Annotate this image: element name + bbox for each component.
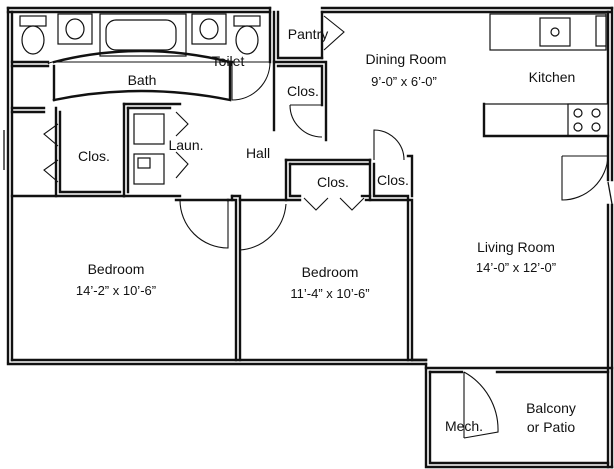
label-dining: Dining Room <box>366 51 447 67</box>
toilet-bowl-right <box>235 25 259 55</box>
entry-door <box>561 155 609 201</box>
bedroom1-door <box>179 199 229 249</box>
dryer-panel <box>137 157 151 169</box>
bed2-closet-door-right <box>339 197 365 211</box>
sink-basin-right <box>199 18 219 40</box>
bath-fixtures <box>19 13 261 102</box>
label-bedroom2-dims: 11’-4” x 10’-6” <box>290 286 369 301</box>
small-closet-door <box>373 129 405 161</box>
kitchen-fixtures <box>482 13 610 138</box>
label-left-closet: Clos. <box>78 148 110 164</box>
sink-basin-left <box>65 18 85 40</box>
laundry-door-bottom <box>175 151 189 179</box>
hall-closet-door <box>289 104 323 138</box>
bathtub-inner <box>105 19 177 51</box>
label-bedroom1-dims: 14’-2” x 10’-6” <box>76 283 156 298</box>
toilet-tank-right <box>233 15 261 27</box>
burner-1 <box>573 108 583 118</box>
sink-drain <box>550 27 560 37</box>
label-laundry: Laun. <box>168 137 203 153</box>
laundry-door-top <box>175 111 189 137</box>
toilet-tank-left <box>19 15 47 27</box>
label-toilet: Toilet <box>212 53 245 69</box>
appliance-top <box>595 15 607 47</box>
label-balcony: Balcony <box>526 400 576 416</box>
label-living: Living Room <box>477 239 555 255</box>
washer <box>133 113 165 145</box>
label-bedroom1: Bedroom <box>88 261 145 277</box>
bath-door <box>231 61 271 101</box>
label-bed2-closet: Clos. <box>317 174 349 190</box>
pantry-door <box>323 15 345 51</box>
bath-arch <box>47 61 228 65</box>
doors <box>3 15 613 439</box>
label-hall: Hall <box>246 145 270 161</box>
label-dining-dims: 9’-0” x 6’-0” <box>371 74 437 89</box>
mech-door <box>463 371 499 439</box>
label-kitchen: Kitchen <box>529 69 576 85</box>
label-living-dims: 14’-0” x 12’-0” <box>476 260 556 275</box>
label-mech: Mech. <box>445 418 483 434</box>
toilet-bowl-left <box>21 25 45 55</box>
burner-3 <box>573 122 583 132</box>
label-bedroom2: Bedroom <box>302 264 359 280</box>
range <box>567 103 609 137</box>
left-closet-door-bottom <box>43 159 59 183</box>
burner-2 <box>591 108 601 118</box>
label-pantry: Pantry <box>288 26 328 42</box>
interior-walls <box>10 6 428 362</box>
label-bath: Bath <box>128 72 157 88</box>
burner-4 <box>591 122 601 132</box>
left-closet-door-top <box>43 123 59 147</box>
bedroom2-door <box>239 200 287 251</box>
label-small-closet: Clos. <box>377 172 409 188</box>
label-balcony-line2: or Patio <box>527 419 575 435</box>
laundry-fixtures <box>133 113 165 185</box>
room-labels: Bath Toilet Pantry Dining Room 9’-0” x 6… <box>76 26 576 435</box>
bed2-closet-door-left <box>303 197 329 211</box>
exterior-walls <box>6 6 614 469</box>
label-hall-closet: Clos. <box>287 83 319 99</box>
